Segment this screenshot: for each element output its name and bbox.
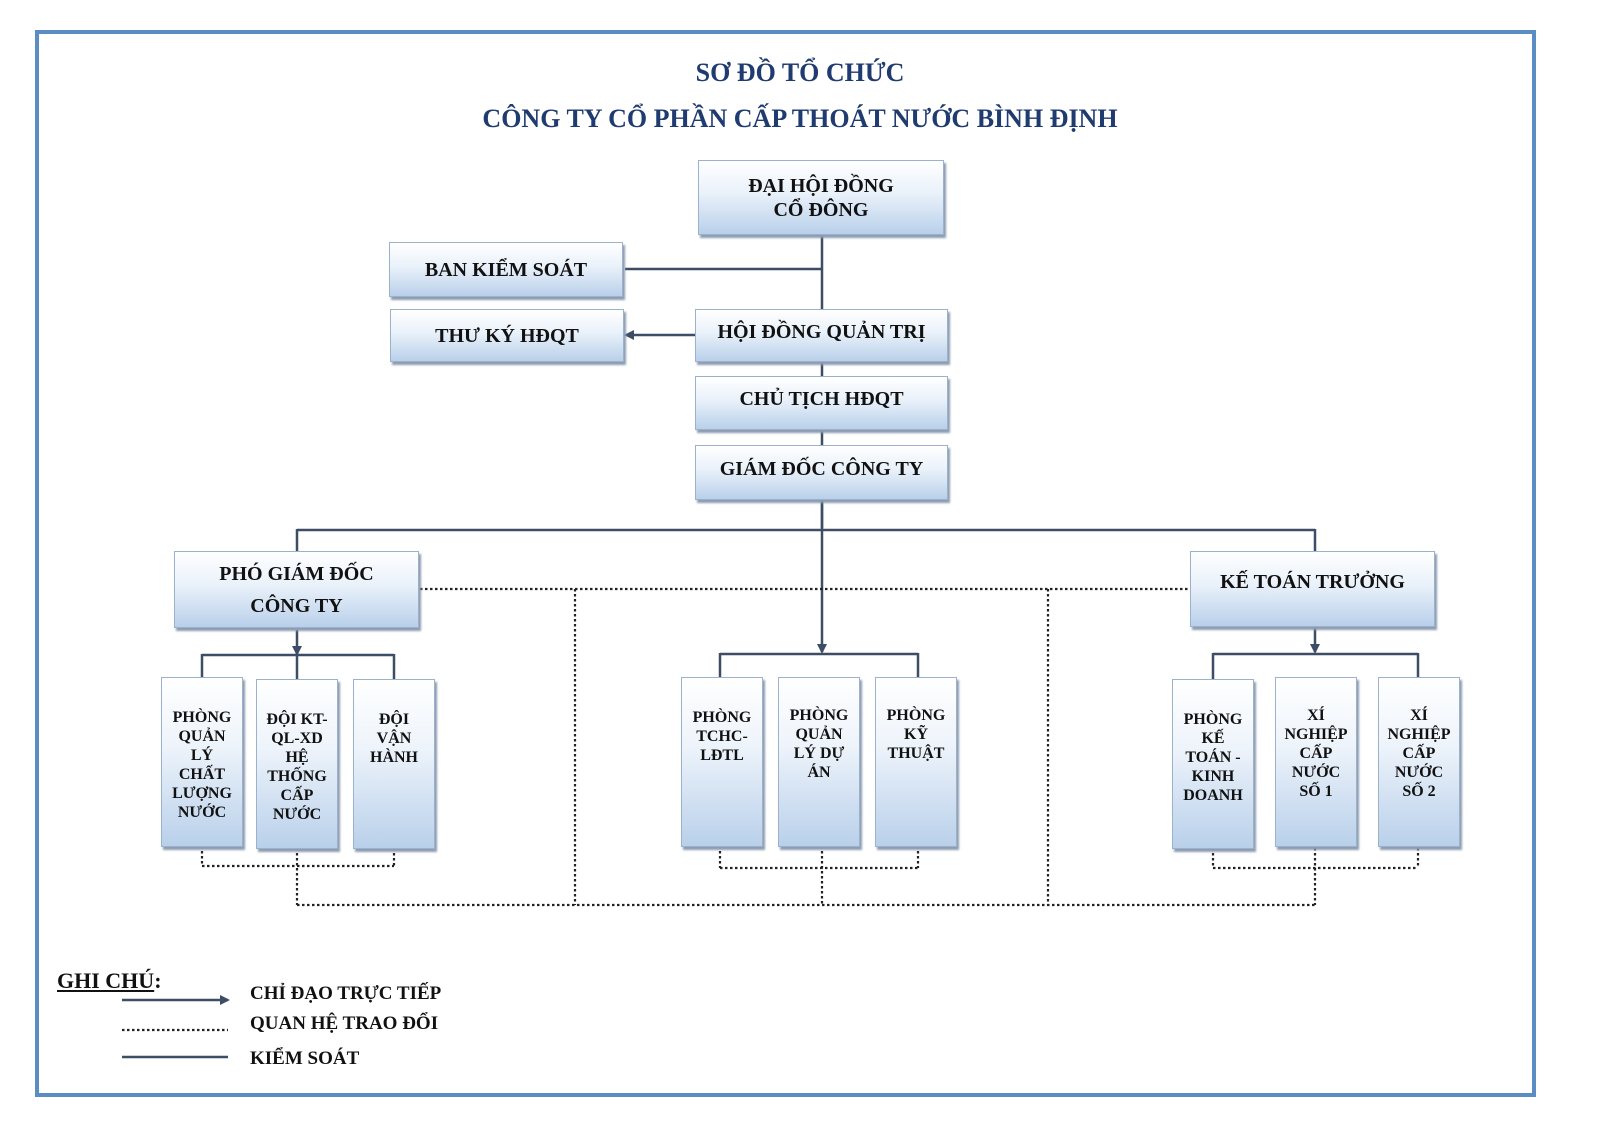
node-chairman: CHỦ TỊCH HĐQT	[695, 376, 948, 430]
dept-engineering: PHÒNG KỸ THUẬT	[875, 677, 957, 847]
dept-technical-construction: ĐỘI KT- QL-XD HỆ THỐNG CẤP NƯỚC	[256, 679, 338, 849]
legend-control-label: KIỂM SOÁT	[250, 1048, 360, 1069]
legend-title-text: GHI CHÚ	[57, 968, 155, 993]
node-general-meeting: ĐẠI HỘI ĐỒNG CỔ ĐÔNG	[698, 160, 944, 235]
dept-accounting-business: PHÒNG KẾ TOÁN - KINH DOANH	[1172, 679, 1254, 849]
node-board-secretary: THƯ KÝ HĐQT	[390, 309, 624, 362]
legend-direct-label: CHỈ ĐẠO TRỰC TIẾP	[250, 983, 442, 1004]
dept-admin-hr: PHÒNG TCHC- LĐTL	[681, 677, 763, 847]
legend-title: GHI CHÚ:	[57, 968, 162, 993]
dept-water-enterprise-2: XÍ NGHIỆP CẤP NƯỚC SỐ 2	[1378, 677, 1460, 847]
node-board-of-directors: HỘI ĐỒNG QUẢN TRỊ	[695, 309, 948, 362]
node-deputy-director: PHÓ GIÁM ĐỐC CÔNG TY	[174, 551, 419, 628]
company-name: CÔNG TY CỔ PHẦN CẤP THOÁT NƯỚC BÌNH ĐỊNH	[482, 104, 1118, 133]
node-chief-accountant: KẾ TOÁN TRƯỞNG	[1190, 551, 1435, 627]
dept-operations-team: ĐỘI VẬN HÀNH	[353, 679, 435, 849]
chart-title: SƠ ĐỒ TỔ CHỨC	[695, 58, 905, 87]
page-frame	[35, 30, 1536, 1097]
dept-water-enterprise-1: XÍ NGHIỆP CẤP NƯỚC SỐ 1	[1275, 677, 1357, 847]
node-director: GIÁM ĐỐC CÔNG TY	[695, 445, 948, 500]
dept-water-quality: PHÒNG QUẢN LÝ CHẤT LƯỢNG NƯỚC	[161, 677, 243, 847]
dept-project-management: PHÒNG QUẢN LÝ DỰ ÁN	[778, 677, 860, 847]
legend-lines	[122, 995, 230, 1059]
node-supervisory-board: BAN KIỂM SOÁT	[389, 242, 623, 297]
legend-exchange-label: QUAN HỆ TRAO ĐỔI	[250, 1013, 439, 1034]
